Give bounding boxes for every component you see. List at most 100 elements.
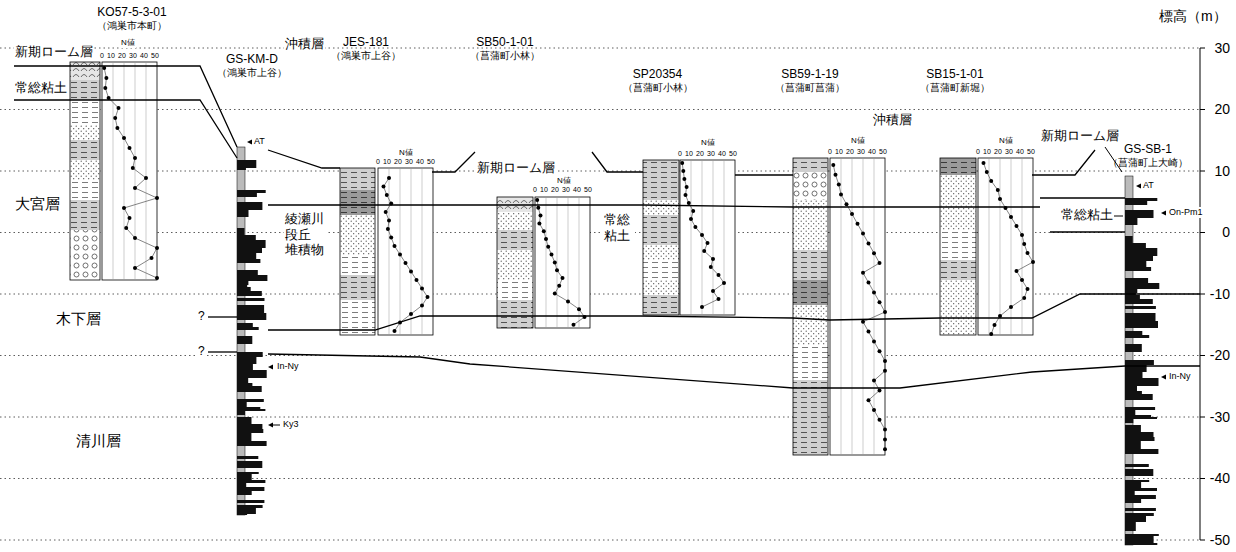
n-value-scale: 0 10 20 30 40 50 [678, 150, 737, 158]
borehole-column: GS-SB-1（菖蒲町上大崎） [1098, 142, 1198, 540]
log-bar [1125, 394, 1153, 400]
tephra-label: AT [1142, 180, 1155, 191]
sand-layer [940, 280, 976, 335]
log-bar [237, 259, 260, 263]
log-bar [1125, 410, 1135, 415]
log-bar [1125, 201, 1147, 205]
n-value-dot [117, 106, 121, 110]
sand-layer [643, 280, 679, 295]
log-bar [237, 514, 247, 515]
log-bar [1125, 488, 1157, 491]
gravel-layer [70, 230, 100, 280]
log-bar [1125, 417, 1157, 419]
n-value-dot [883, 369, 887, 373]
n-value-dot [883, 359, 887, 363]
column-outline [940, 158, 976, 335]
n-value-gridline [568, 197, 569, 328]
log-bar [237, 411, 245, 415]
log-bar [237, 483, 246, 487]
n-value-gridline [841, 158, 842, 455]
layer-label: 常総粘土 [1060, 207, 1114, 223]
n-value-dot [384, 210, 388, 214]
n-value-dot [691, 209, 695, 213]
n-value-dot [420, 287, 424, 291]
log-bar [237, 313, 266, 320]
n-value-title: N値 [850, 136, 866, 146]
n-value-curve [984, 163, 1034, 334]
sand-layer [793, 305, 828, 345]
layer-boundary [14, 100, 237, 158]
log-bar [237, 399, 264, 402]
layer-label: 木下層 [55, 310, 102, 328]
n-value-dot [717, 273, 721, 277]
log-bar [237, 305, 264, 313]
log-bar [1125, 306, 1156, 309]
n-value-gridline [691, 160, 692, 315]
layer-label: 沖積層 [872, 112, 913, 128]
borehole-name: KO57-5-3-01 [97, 5, 166, 19]
borehole-column: SB15-1-01（菖蒲町新堀） [905, 67, 1005, 335]
silt-layer [340, 255, 375, 275]
log-bar [1125, 425, 1141, 432]
loam-layer [70, 62, 100, 80]
log-bar [1125, 299, 1153, 304]
n-value-dot [883, 447, 887, 451]
n-value-dot [389, 236, 393, 240]
n-value-dot [553, 260, 557, 264]
log-bar [1125, 464, 1149, 467]
log-bar [237, 508, 256, 514]
log-bar [1125, 236, 1133, 243]
tick-label: -40 [1203, 470, 1230, 487]
tephra-arrow [1136, 184, 1141, 189]
log-bar [1125, 321, 1158, 328]
n-value-dot [415, 278, 419, 282]
log-bar [1125, 432, 1154, 437]
elevation-gridline [0, 109, 1200, 110]
log-bar [1125, 248, 1157, 256]
n-value-dot [709, 265, 713, 269]
n-value-dot [1020, 278, 1024, 282]
clay-layer [70, 80, 100, 100]
layer-boundary [735, 174, 793, 175]
borehole-location: （菖蒲町新堀） [920, 81, 990, 94]
layer-label: 新期ローム層 [476, 160, 556, 176]
clay-layer [793, 250, 828, 280]
layer-label: 新期ローム層 [14, 44, 94, 60]
borehole-column: SB59-1-19（菖蒲町菖蒲） [760, 67, 860, 455]
n-value-curve [537, 200, 584, 325]
n-value-dot [103, 86, 107, 90]
n-value-dot [128, 146, 132, 150]
log-bar [237, 402, 247, 407]
tick-label: -10 [1203, 286, 1230, 303]
log-bar [1125, 210, 1154, 218]
log-bar [1125, 534, 1159, 536]
borehole-location: （菖蒲町上大崎） [1108, 156, 1188, 169]
n-value-gridline [400, 168, 401, 335]
axis-tick [1200, 294, 1205, 295]
elevation-gridline [0, 478, 1200, 479]
borehole-column: GS-KM-D（鴻巣市上谷） [212, 52, 292, 515]
log-bar [1125, 522, 1136, 525]
log-bar [237, 364, 253, 370]
n-value-gridline [389, 168, 390, 335]
n-value-dot [722, 281, 726, 285]
n-value-dot [711, 289, 715, 293]
log-bar [1125, 543, 1157, 545]
layer-boundary [592, 152, 643, 172]
n-value-dot [993, 323, 997, 327]
n-value-scale: 0 10 20 30 40 50 [828, 148, 887, 156]
n-value-dot [1015, 224, 1019, 228]
borehole-column: SP20354（菖蒲町小林） [610, 67, 705, 315]
log-bar [237, 248, 262, 253]
n-value-dot [878, 388, 882, 392]
log-bar [1125, 261, 1146, 267]
borehole-name: GS-SB-1 [1124, 142, 1172, 156]
log-bar [1125, 331, 1142, 335]
log-bar [1125, 372, 1143, 378]
tephra-label: In-Ny [276, 361, 300, 372]
tick-label: 0 [1203, 224, 1230, 241]
borehole-column: JES-181（鴻巣市上谷） [316, 35, 416, 335]
n-value-frame [535, 197, 590, 328]
n-value-gridline [852, 158, 853, 455]
